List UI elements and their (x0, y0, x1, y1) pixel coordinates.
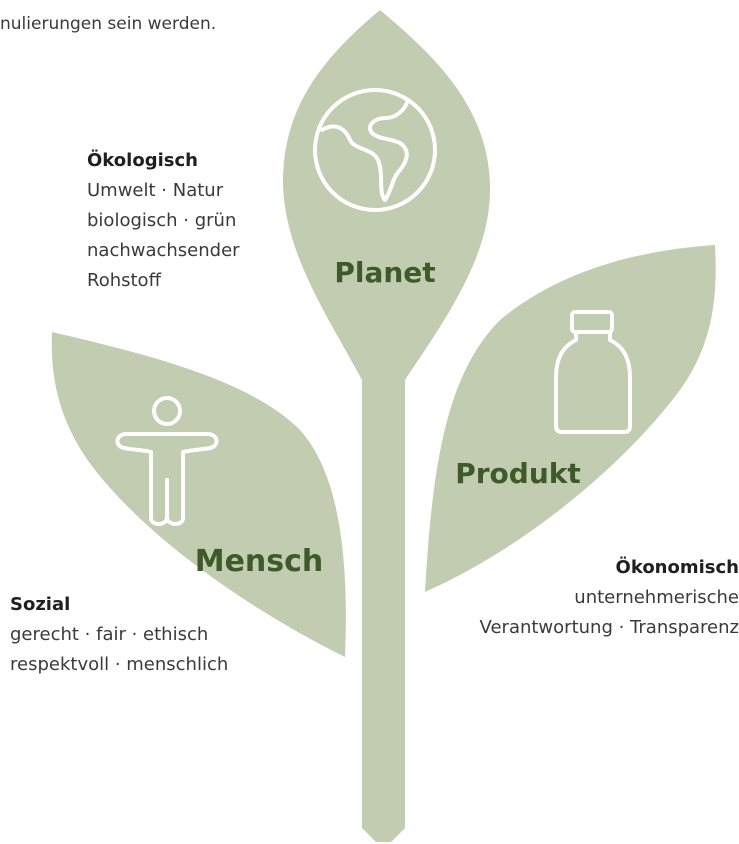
oekonomisch-line: Verantwortung · Transparenz (479, 617, 739, 638)
bottle-icon (554, 310, 632, 434)
oekologisch-heading: Ökologisch (87, 150, 198, 171)
person-icon (115, 396, 219, 526)
oekologisch-line: Umwelt · Natur (87, 180, 224, 201)
leaf-produkt (425, 245, 716, 592)
oekologisch-block: Ökologisch Umwelt · Natur biologisch · g… (87, 146, 240, 296)
globe-icon (313, 88, 437, 212)
intro-text: nulierungen sein werden. (0, 14, 217, 34)
sozial-block: Sozial gerecht · fair · ethisch respektv… (10, 590, 228, 680)
mensch-label: Mensch (195, 544, 324, 579)
sozial-heading: Sozial (10, 594, 71, 615)
plant-stem (362, 378, 405, 842)
oekologisch-line: Rohstoff (87, 270, 161, 291)
oekonomisch-line: unternehmerische (574, 587, 739, 608)
oekologisch-line: biologisch · grün (87, 210, 237, 231)
leaf-mensch (51, 332, 346, 657)
produkt-label: Produkt (455, 457, 581, 490)
sozial-line: respektvoll · menschlich (10, 654, 229, 675)
oekonomisch-block: Ökonomisch unternehmerische Verantwortun… (409, 553, 739, 643)
oekologisch-line: nachwachsender (87, 240, 240, 261)
oekonomisch-heading: Ökonomisch (615, 557, 739, 578)
sozial-line: gerecht · fair · ethisch (10, 624, 209, 645)
planet-label: Planet (334, 256, 435, 289)
